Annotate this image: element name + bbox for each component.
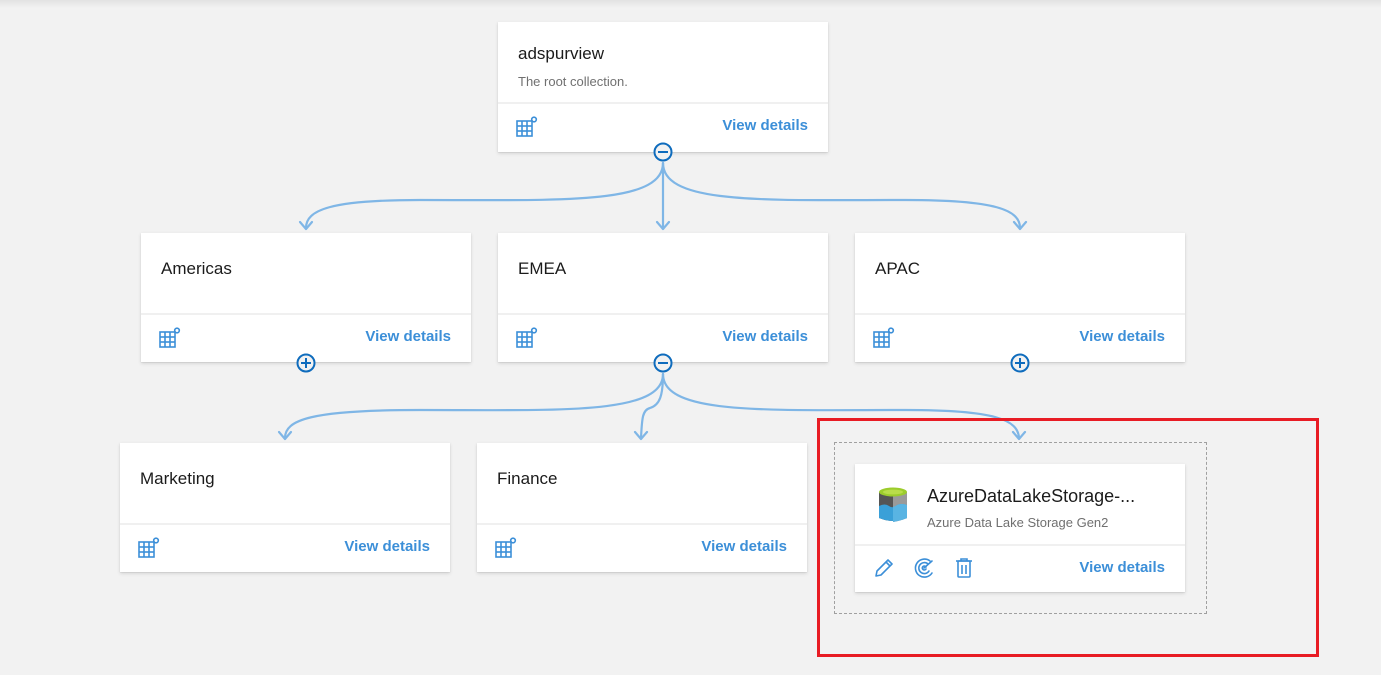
view-details-link[interactable]: View details <box>1079 328 1165 345</box>
collection-title: APAC <box>875 259 921 278</box>
collection-grid-icon[interactable] <box>873 327 895 349</box>
view-details-link[interactable]: View details <box>1079 559 1165 576</box>
view-details-link[interactable]: View details <box>365 328 451 345</box>
card-header: Marketing <box>120 443 450 525</box>
card-footer: View details <box>141 315 471 362</box>
data-lake-storage-icon <box>879 487 907 522</box>
collection-grid-icon[interactable] <box>495 537 517 559</box>
collection-card-finance: Finance View details <box>477 443 807 572</box>
collection-card-root: adspurview The root collection. View det… <box>498 22 828 152</box>
collection-subtitle: The root collection. <box>518 74 628 89</box>
card-header: EMEA <box>498 233 828 315</box>
card-header: AzureDataLakeStorage-... Azure Data Lake… <box>855 464 1185 546</box>
collection-card-marketing: Marketing View details <box>120 443 450 572</box>
data-source-type: Azure Data Lake Storage Gen2 <box>927 515 1109 530</box>
collection-grid-icon[interactable] <box>138 537 160 559</box>
data-source-group <box>834 442 1207 614</box>
collapse-icon[interactable] <box>653 142 673 162</box>
collection-grid-icon[interactable] <box>516 327 538 349</box>
collection-grid-icon[interactable] <box>159 327 181 349</box>
collection-title: EMEA <box>518 259 567 278</box>
card-header: Americas <box>141 233 471 315</box>
card-footer: View details <box>120 525 450 572</box>
collapse-icon[interactable] <box>653 353 673 373</box>
collection-title: Americas <box>161 259 232 278</box>
collection-title: adspurview <box>518 44 604 63</box>
view-details-link[interactable]: View details <box>722 328 808 345</box>
collection-card-apac: APAC View details <box>855 233 1185 362</box>
top-shadow <box>0 0 1381 8</box>
view-details-link[interactable]: View details <box>344 538 430 555</box>
expand-icon[interactable] <box>296 353 316 373</box>
collection-card-emea: EMEA View details <box>498 233 828 362</box>
expand-icon[interactable] <box>1010 353 1030 373</box>
collection-title: Finance <box>497 469 558 488</box>
card-header: APAC <box>855 233 1185 315</box>
delete-icon[interactable] <box>953 557 975 579</box>
card-footer: View details <box>498 315 828 362</box>
card-footer: View details <box>855 546 1185 592</box>
highlight-annotation <box>817 418 1319 657</box>
view-details-link[interactable]: View details <box>701 538 787 555</box>
card-header: Finance <box>477 443 807 525</box>
card-footer: View details <box>477 525 807 572</box>
card-footer: View details <box>855 315 1185 362</box>
collection-card-americas: Americas View details <box>141 233 471 362</box>
edit-icon[interactable] <box>873 557 895 579</box>
scan-icon[interactable] <box>913 557 935 579</box>
collection-title: Marketing <box>140 469 215 488</box>
view-details-link[interactable]: View details <box>722 117 808 134</box>
card-footer: View details <box>498 104 828 152</box>
data-source-card[interactable]: AzureDataLakeStorage-... Azure Data Lake… <box>855 464 1185 592</box>
card-header: adspurview The root collection. <box>498 22 828 104</box>
data-source-title: AzureDataLakeStorage-... <box>927 486 1136 506</box>
collection-grid-icon[interactable] <box>516 116 538 138</box>
